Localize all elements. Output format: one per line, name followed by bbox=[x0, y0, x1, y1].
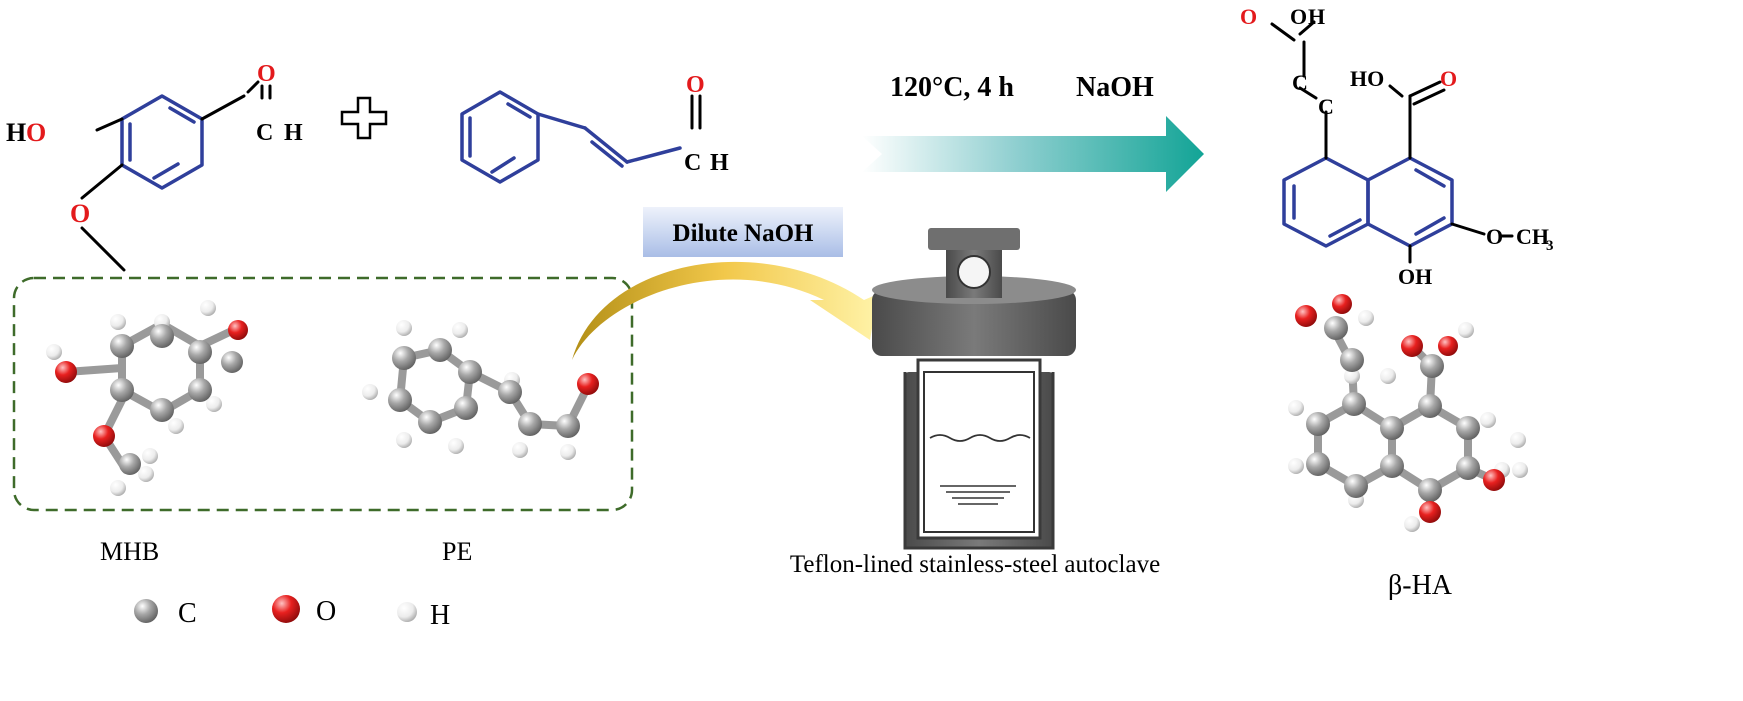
autoclave-label: Teflon-lined stainless-steel autoclave bbox=[790, 551, 1160, 578]
pe-carbonyl-o: O bbox=[686, 72, 705, 98]
legend-hydrogen-ball bbox=[397, 602, 417, 622]
svg-text:CH: CH bbox=[1516, 224, 1549, 249]
dilute-naoh-label: Dilute NaOH bbox=[673, 220, 815, 247]
svg-text:O: O bbox=[1240, 4, 1257, 29]
conditions-base: NaOH bbox=[1076, 72, 1154, 103]
svg-text:OH: OH bbox=[1398, 264, 1432, 289]
conditions-temp-time: 120°C, 4 h bbox=[890, 72, 1014, 103]
pe-ball-stick-model bbox=[362, 320, 599, 460]
product-ball-stick-model bbox=[1288, 294, 1528, 532]
mhb-structure: O C H H O O bbox=[6, 61, 303, 272]
svg-text:HO: HO bbox=[1350, 66, 1384, 91]
legend-oxygen-ball bbox=[272, 595, 300, 623]
mhb-hydroxyl-h: H bbox=[6, 118, 26, 147]
mhb-hydroxyl-o: O bbox=[26, 118, 46, 147]
svg-text:C: C bbox=[1318, 94, 1334, 119]
mhb-label: MHB bbox=[100, 537, 159, 566]
legend-carbon-label: C bbox=[178, 598, 197, 629]
svg-text:3: 3 bbox=[1546, 238, 1554, 254]
svg-text:O: O bbox=[1440, 66, 1457, 91]
atom-legend: C O H bbox=[134, 595, 450, 631]
product-structure: O O H C C HO O O CH 3 OH bbox=[1240, 4, 1554, 289]
mhb-aldehyde-c: C bbox=[256, 120, 273, 146]
legend-oxygen-label: O bbox=[316, 596, 336, 627]
mhb-ball-stick-model bbox=[46, 300, 248, 496]
pe-aldehyde-c: C bbox=[684, 150, 701, 176]
pe-structure: O C H bbox=[460, 72, 729, 184]
svg-text:C: C bbox=[1292, 70, 1308, 95]
product-label: β-HA bbox=[1388, 570, 1453, 601]
svg-text:H: H bbox=[1308, 4, 1325, 29]
reactants-dashed-box bbox=[12, 276, 634, 512]
pe-label: PE bbox=[442, 537, 472, 566]
mhb-carbonyl-o: O bbox=[257, 61, 276, 87]
dilute-naoh-box bbox=[643, 207, 843, 257]
mhb-aldehyde-h: H bbox=[284, 120, 303, 146]
legend-carbon-ball bbox=[134, 599, 158, 623]
legend-hydrogen-label: H bbox=[430, 600, 450, 631]
svg-text:O: O bbox=[1486, 224, 1503, 249]
pe-aldehyde-h: H bbox=[710, 150, 729, 176]
plus-icon bbox=[340, 96, 388, 140]
autoclave-icon bbox=[872, 228, 1076, 550]
transfer-curved-arrow bbox=[572, 261, 878, 360]
svg-text:O: O bbox=[1290, 4, 1307, 29]
reaction-arrow bbox=[862, 116, 1204, 192]
mhb-methoxy-o: O bbox=[70, 199, 90, 228]
